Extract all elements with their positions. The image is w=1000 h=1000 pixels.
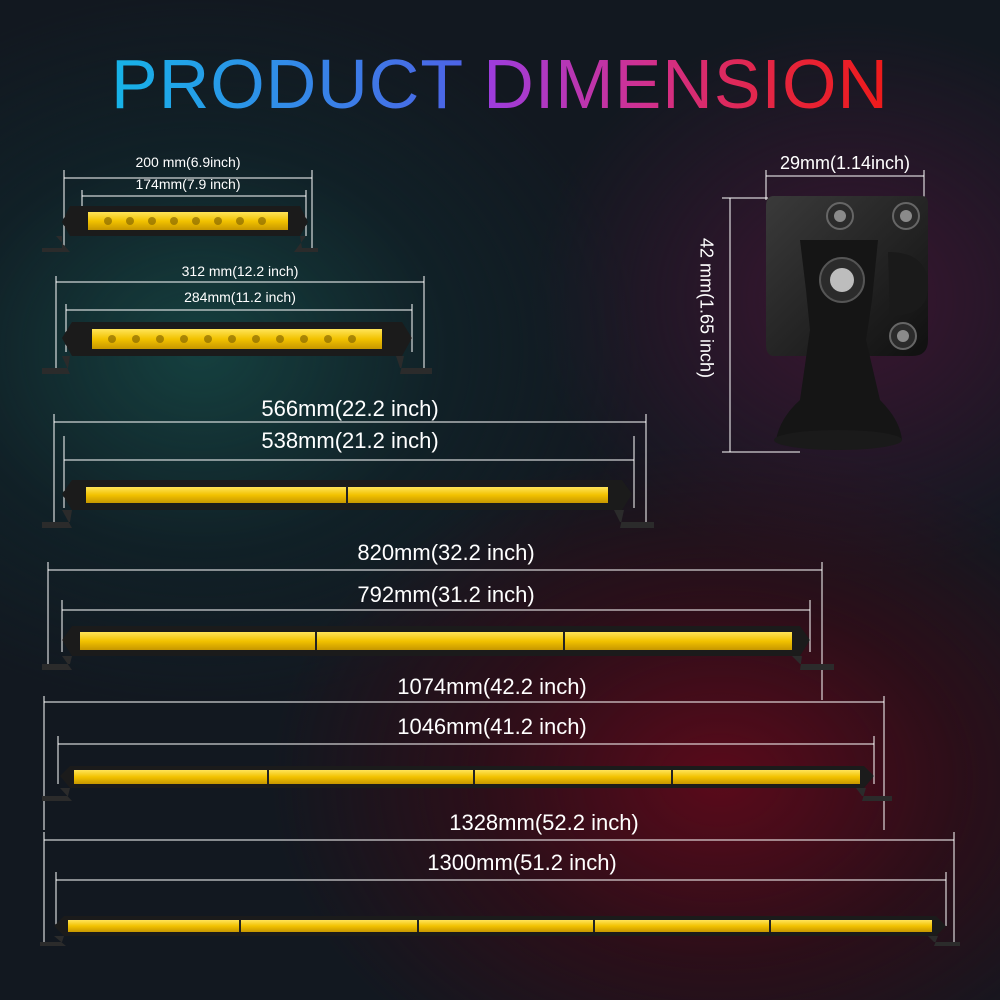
mount-height-label: 42 mm(1.65 inch) — [696, 237, 717, 379]
bar-566-overall-label: 566mm(22.2 inch) — [261, 396, 439, 421]
light-bar-200 — [42, 170, 318, 252]
bar-1074-body-label: 1046mm(41.2 inch) — [397, 714, 587, 739]
bar-312-overall-label: 312 mm(12.2 inch) — [181, 263, 299, 279]
bar-1328-body-label: 1300mm(51.2 inch) — [427, 850, 617, 875]
bar-820-overall-label: 820mm(32.2 inch) — [357, 540, 535, 565]
bar-1328-overall-label: 1328mm(52.2 inch) — [449, 810, 639, 835]
title-word-product: PRODUCT — [111, 45, 463, 123]
light-bar-312 — [42, 276, 432, 374]
light-bar-1074 — [42, 696, 892, 830]
bar-820-body-label: 792mm(31.2 inch) — [357, 582, 535, 607]
bar-200-body-label: 174mm(7.9 inch) — [135, 176, 241, 192]
mount-width-label: 29mm(1.14inch) — [779, 153, 911, 173]
page-title: PRODUCT DIMENSION — [0, 44, 1000, 124]
mount-bracket — [722, 170, 929, 453]
bar-200-overall-label: 200 mm(6.9inch) — [135, 154, 241, 170]
bar-1074-overall-label: 1074mm(42.2 inch) — [397, 674, 587, 699]
light-bar-820 — [42, 562, 834, 700]
light-bar-566 — [42, 414, 654, 528]
bar-312-body-label: 284mm(11.2 inch) — [184, 289, 296, 305]
light-bar-1328 — [40, 832, 960, 946]
bar-566-body-label: 538mm(21.2 inch) — [261, 428, 439, 453]
title-word-dimension: DIMENSION — [483, 45, 889, 123]
